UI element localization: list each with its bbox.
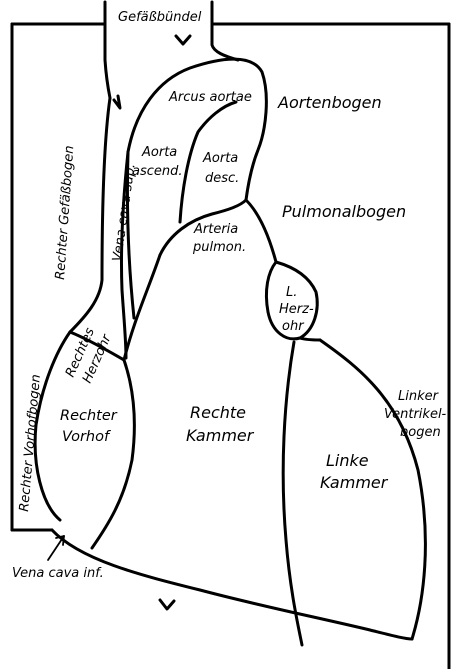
label-aorta-ascend-line1: Aorta (141, 145, 177, 160)
septum (283, 342, 302, 645)
label-rechter-vorhof-line1: Rechter (60, 408, 118, 424)
label-l-herzohr-line3: ohr (282, 319, 305, 334)
label-vena-cava-sup: Vena cava sup. (110, 163, 139, 263)
label-rechter-vorhofbogen: Rechter Vorhofbogen (17, 374, 44, 513)
label-rechte-kammer-line1: Rechte (190, 403, 246, 422)
label-linker-ventrikelbogen-line3: bogen (400, 425, 441, 440)
label-arcus-aortae: Arcus aortae (168, 90, 252, 105)
vci-arrow-shaft (48, 536, 64, 560)
bundle-mark (176, 36, 190, 44)
label-arteria-pulmon-line2: pulmon. (192, 240, 246, 255)
label-aorta-ascend-line2: ascend. (132, 164, 183, 179)
label-l-herzohr-line2: Herz- (279, 302, 314, 317)
vcs-left-edge (70, 98, 110, 332)
label-aorta-desc-line2: desc. (205, 171, 239, 186)
pulmonary-contour (246, 200, 276, 262)
label-linker-ventrikelbogen-line1: Linker (398, 389, 440, 404)
auricle-to-ventricle (300, 338, 320, 340)
label-rechter-gefaessbogen: Rechter Gefäßbogen (53, 145, 77, 280)
labels: Gefäßbündel Arcus aortae Aortenbogen Aor… (12, 10, 447, 581)
bundle-left-edge (105, 2, 110, 98)
label-gefaessbuendel: Gefäßbündel (118, 10, 202, 25)
label-l-herzohr-line1: L. (286, 285, 297, 300)
label-vena-cava-inf: Vena cava inf. (12, 566, 104, 581)
right-atrium-left-border (35, 332, 70, 520)
label-aorta-desc-line1: Aorta (202, 151, 238, 166)
label-linker-ventrikelbogen-line2: Ventrikel- (384, 407, 447, 422)
right-atrium-right-border (92, 360, 134, 548)
vena-cava-inf-arrow (48, 536, 64, 560)
label-aortenbogen: Aortenbogen (277, 93, 382, 112)
heart-bottom (52, 530, 412, 639)
label-linke-kammer-line1: Linke (326, 451, 369, 470)
label-rechte-kammer-line2: Kammer (186, 426, 255, 445)
label-linke-kammer-line2: Kammer (320, 473, 389, 492)
label-arteria-pulmon-line1: Arteria (193, 222, 238, 237)
bundle-right-edge (212, 2, 238, 60)
label-rechter-vorhof-line2: Vorhof (62, 429, 111, 445)
vcs-arrow (114, 96, 120, 108)
apex-mark (160, 600, 174, 609)
label-pulmonalbogen: Pulmonalbogen (282, 202, 406, 221)
